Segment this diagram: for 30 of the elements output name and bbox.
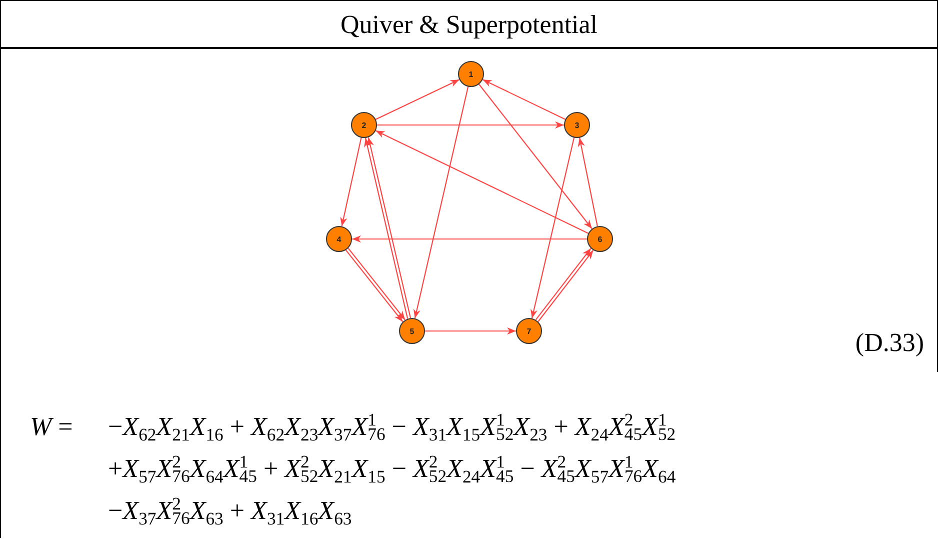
arrow <box>425 327 516 335</box>
quiver-node <box>564 112 590 138</box>
quiver-node <box>516 318 542 344</box>
arrow <box>482 79 566 120</box>
arrow <box>377 121 564 129</box>
equation-number: (D.33) <box>855 328 924 358</box>
arrow <box>478 84 592 230</box>
arrow <box>530 138 575 318</box>
arrow <box>340 138 362 226</box>
superpotential-term: W = <box>30 412 73 442</box>
arrow <box>578 138 598 226</box>
arrow <box>352 235 587 243</box>
arrow <box>413 86 469 318</box>
arrow <box>376 79 460 120</box>
quiver-node <box>399 318 425 344</box>
node-number: 5 <box>410 326 414 336</box>
node-number: 4 <box>336 234 342 244</box>
superpotential-term: −X$_{37}$X$^{2}$$_{76}$X$_{63}$ + X$_{31}$X$_{16}$X$_{63}$ <box>108 496 352 526</box>
table-heading: Quiver & Superpotential <box>339 10 599 40</box>
quiver-node <box>587 226 613 252</box>
node-number: 1 <box>468 70 474 78</box>
superpotential-term: +X$_{57}$X$^{2}$$_{76}$X$_{64}$X$^{1}$$_{45}$ + X$^{2}$$_{52}$X$_{21}$X$_{15}$ − X$^{2}$$_{52}$X$_{24}$X$^{1}$$_{45}$ − X$^{2}$$_{45}$X$_{57}$X$^{1}$$_{76}$X$_{64}$ <box>108 454 676 484</box>
node-number: 3 <box>574 120 580 130</box>
arrow <box>375 130 589 234</box>
node-number: 6 <box>598 234 602 244</box>
node-number: 7 <box>526 326 532 336</box>
node-number: 2 <box>362 120 366 130</box>
quiver-node <box>458 61 484 87</box>
quiver-node <box>326 226 352 252</box>
quiver-node <box>351 112 377 138</box>
